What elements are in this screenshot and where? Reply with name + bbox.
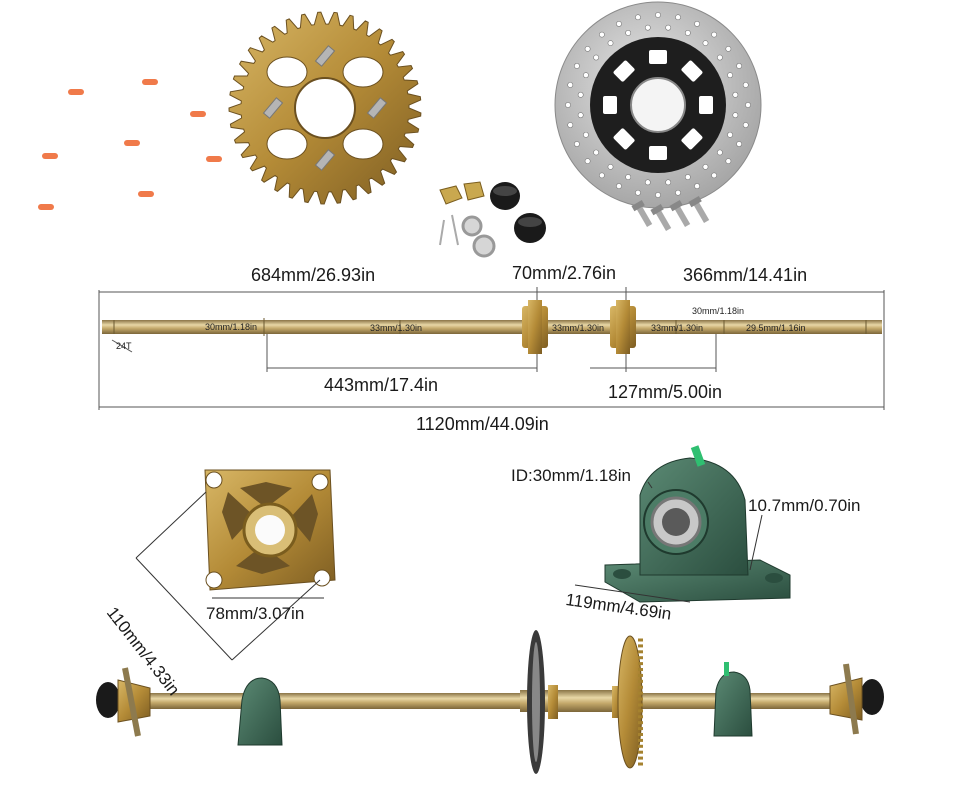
brake-disc-icon xyxy=(554,1,762,209)
cotter-pin-set xyxy=(38,79,222,210)
bolt-set xyxy=(631,196,710,232)
dimension-lines xyxy=(98,287,885,410)
dia-left-mid-label: 33mm/1.30in xyxy=(370,323,423,333)
hardware-set xyxy=(439,181,546,258)
total-length-label: 1120mm/44.09in xyxy=(416,414,549,434)
inner-right-label: 127mm/5.00in xyxy=(608,382,723,402)
left-section-label: 684mm/26.93in xyxy=(251,265,376,285)
axle-shaft xyxy=(102,300,882,354)
bearing-height-label: 10.7mm/0.70in xyxy=(748,496,861,515)
middle-section-label: 70mm/2.76in xyxy=(512,263,617,283)
hub-dimension-lines xyxy=(135,491,324,661)
dia-right-top-label: 30mm/1.18in xyxy=(692,306,745,316)
spline-teeth-label: 24T xyxy=(116,341,132,351)
dia-right-end-label: 29.5mm/1.16in xyxy=(746,323,806,333)
right-section-label: 366mm/14.41in xyxy=(683,265,808,285)
wheel-hub-icon xyxy=(204,469,336,591)
dia-left-end-label: 30mm/1.18in xyxy=(205,322,258,332)
inner-left-label: 443mm/17.4in xyxy=(324,375,439,395)
assembled-sprocket-icon xyxy=(617,635,643,769)
bearing-id-label: ID:30mm/1.18in xyxy=(511,466,631,485)
dia-center-label: 33mm/1.30in xyxy=(552,323,605,333)
pillow-block-bearing-icon xyxy=(604,445,791,603)
hub-bolt-spacing-label: 78mm/3.07in xyxy=(206,604,305,623)
dia-right-mid-label: 33mm/1.30in xyxy=(651,323,704,333)
sprocket-icon xyxy=(228,11,422,205)
assembled-axle xyxy=(96,630,884,774)
bearing-dimension-lines xyxy=(574,481,763,603)
